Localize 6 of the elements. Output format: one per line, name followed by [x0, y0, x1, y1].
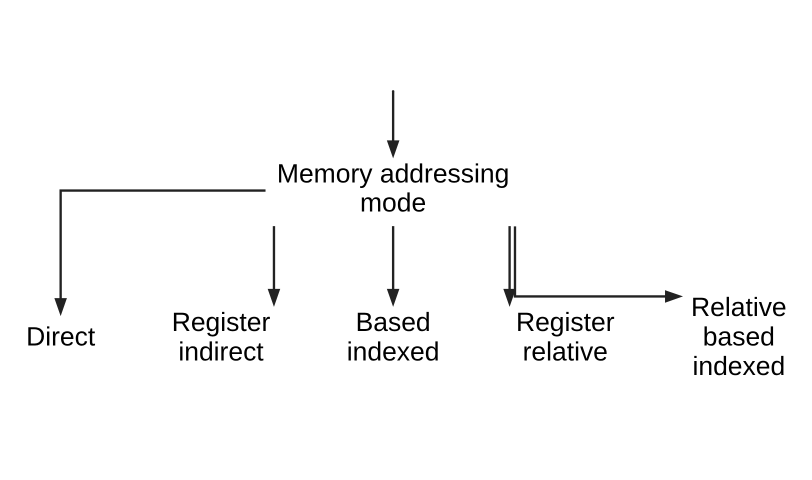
node-text: Register indirect — [172, 306, 270, 366]
node-text: Memory addressing mode — [276, 158, 510, 218]
node-text: Based indexed — [346, 306, 440, 366]
node-text: Relative based indexed — [691, 292, 787, 381]
node-text: Direct — [26, 322, 96, 352]
node-text: Register relative — [516, 306, 615, 366]
